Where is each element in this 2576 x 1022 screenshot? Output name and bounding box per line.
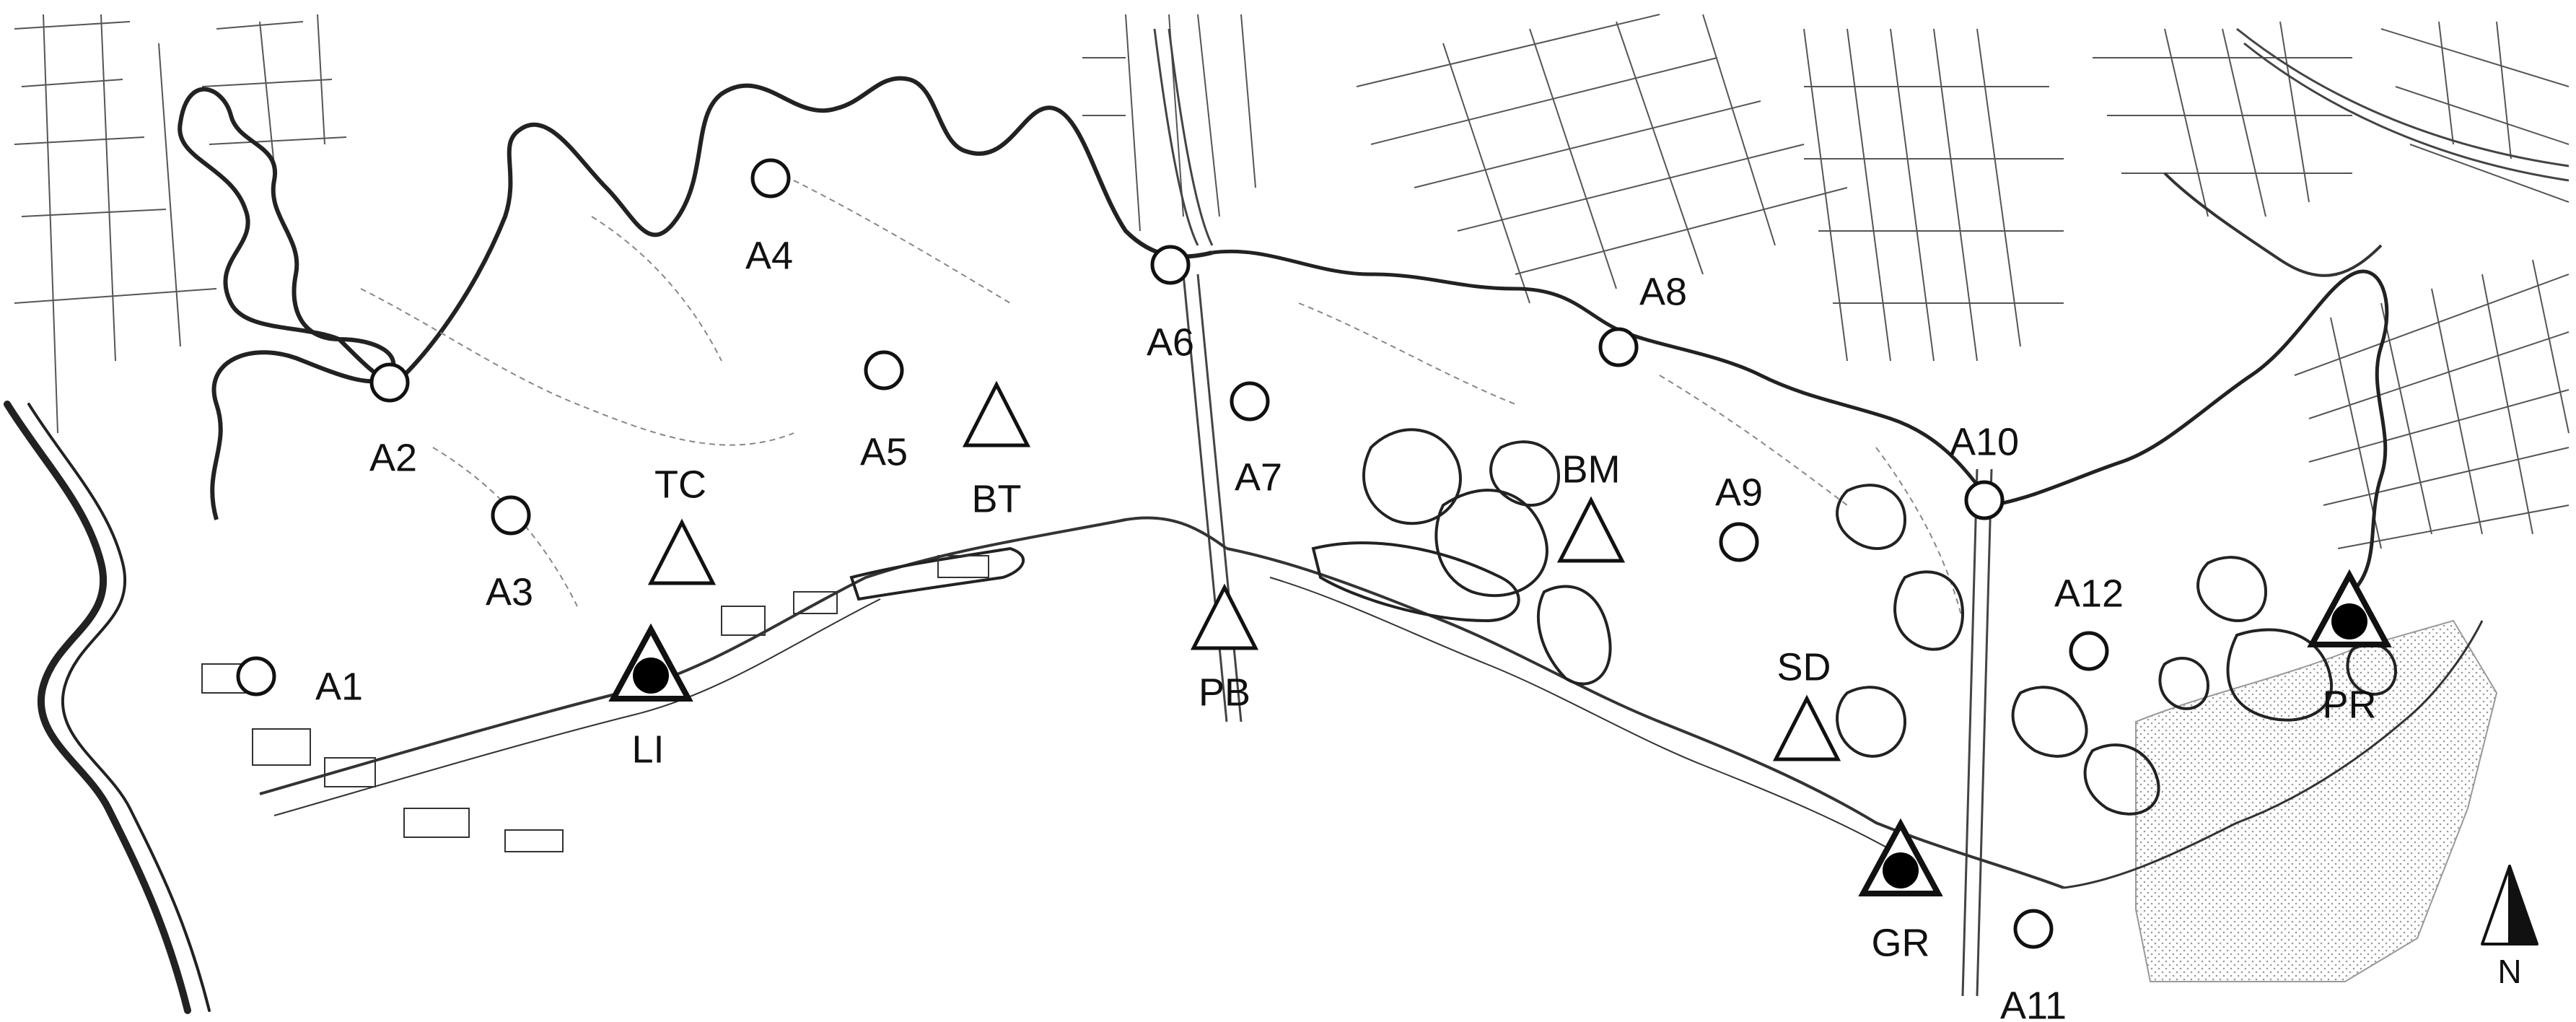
station-a4: A4 <box>745 158 793 277</box>
station-a7: A7 <box>1230 381 1282 499</box>
station-label: A7 <box>1235 455 1282 499</box>
station-label: A12 <box>2054 572 2124 615</box>
station-li: LI <box>608 623 693 771</box>
station-dot-icon <box>633 658 669 694</box>
station-label: A5 <box>860 430 908 473</box>
sea-shaded-area <box>2135 619 2498 982</box>
station-label: A11 <box>2000 984 2067 1022</box>
station-a9: A9 <box>1715 471 1763 562</box>
drain-channel-east <box>2163 172 2383 277</box>
station-tc: TC <box>647 463 717 585</box>
field-parcels <box>14 14 2570 549</box>
station-triangle-icon <box>1190 583 1259 650</box>
station-dot-icon <box>1883 852 1919 888</box>
station-circle-icon <box>236 656 276 696</box>
station-a12: A12 <box>2054 572 2124 671</box>
boundary-north-central <box>337 76 1213 383</box>
station-circle-icon <box>491 495 531 536</box>
boundary-east <box>1991 269 2389 593</box>
station-label: SD <box>1777 645 1831 689</box>
station-label: A9 <box>1715 471 1763 514</box>
station-label: BM <box>1562 447 1621 491</box>
station-label: A1 <box>315 665 363 708</box>
ponds <box>849 428 2398 816</box>
station-label: LI <box>631 728 664 771</box>
station-label: A4 <box>745 234 793 277</box>
station-a11: A11 <box>2000 909 2067 1022</box>
station-triangle-icon <box>1772 694 1841 761</box>
station-circle-icon <box>750 158 791 198</box>
station-circle-icon <box>2069 631 2109 671</box>
wetland-channels <box>360 180 1963 621</box>
station-label: A10 <box>1950 420 2019 463</box>
station-pr: PR <box>2307 569 2392 726</box>
station-label: A2 <box>369 436 417 479</box>
station-label: PB <box>1199 671 1250 714</box>
station-sd: SD <box>1772 645 1841 761</box>
boundary-west <box>178 87 396 520</box>
built-up-blocks <box>201 555 989 852</box>
station-label: A6 <box>1147 320 1194 364</box>
station-label: GR <box>1872 921 1930 964</box>
station-a1: A1 <box>236 656 363 708</box>
station-triangle-icon <box>962 380 1031 447</box>
river <box>4 401 211 1014</box>
station-a6: A6 <box>1147 245 1194 364</box>
station-circle-icon <box>369 362 410 403</box>
station-circle-icon <box>1230 381 1270 422</box>
station-a10: A10 <box>1950 420 2019 520</box>
station-label: TC <box>654 463 706 506</box>
station-bm: BM <box>1556 447 1626 563</box>
station-label: BT <box>971 477 1021 520</box>
station-bt: BT <box>962 380 1031 520</box>
north-arrow-icon: N <box>2481 865 2538 990</box>
station-label: A8 <box>1639 270 1687 313</box>
station-a3: A3 <box>486 495 533 613</box>
station-dot-icon <box>2331 603 2367 639</box>
station-label: A3 <box>486 570 533 613</box>
station-triangle-icon <box>647 518 717 585</box>
north-arrow-label: N <box>2497 953 2521 990</box>
station-label: PR <box>2322 683 2376 726</box>
station-circle-icon <box>1964 480 2005 520</box>
station-circle-icon <box>1598 327 1639 367</box>
station-circle-icon <box>1719 522 1759 562</box>
station-circle-icon <box>1150 245 1191 285</box>
station-circle-icon <box>864 350 904 390</box>
station-circle-icon <box>2013 909 2054 949</box>
station-a2: A2 <box>369 362 417 479</box>
station-pb: PB <box>1190 583 1259 714</box>
station-a8: A8 <box>1598 270 1687 367</box>
station-triangle-icon <box>1556 496 1626 563</box>
station-gr: GR <box>1858 818 1943 964</box>
station-a5: A5 <box>860 350 908 473</box>
